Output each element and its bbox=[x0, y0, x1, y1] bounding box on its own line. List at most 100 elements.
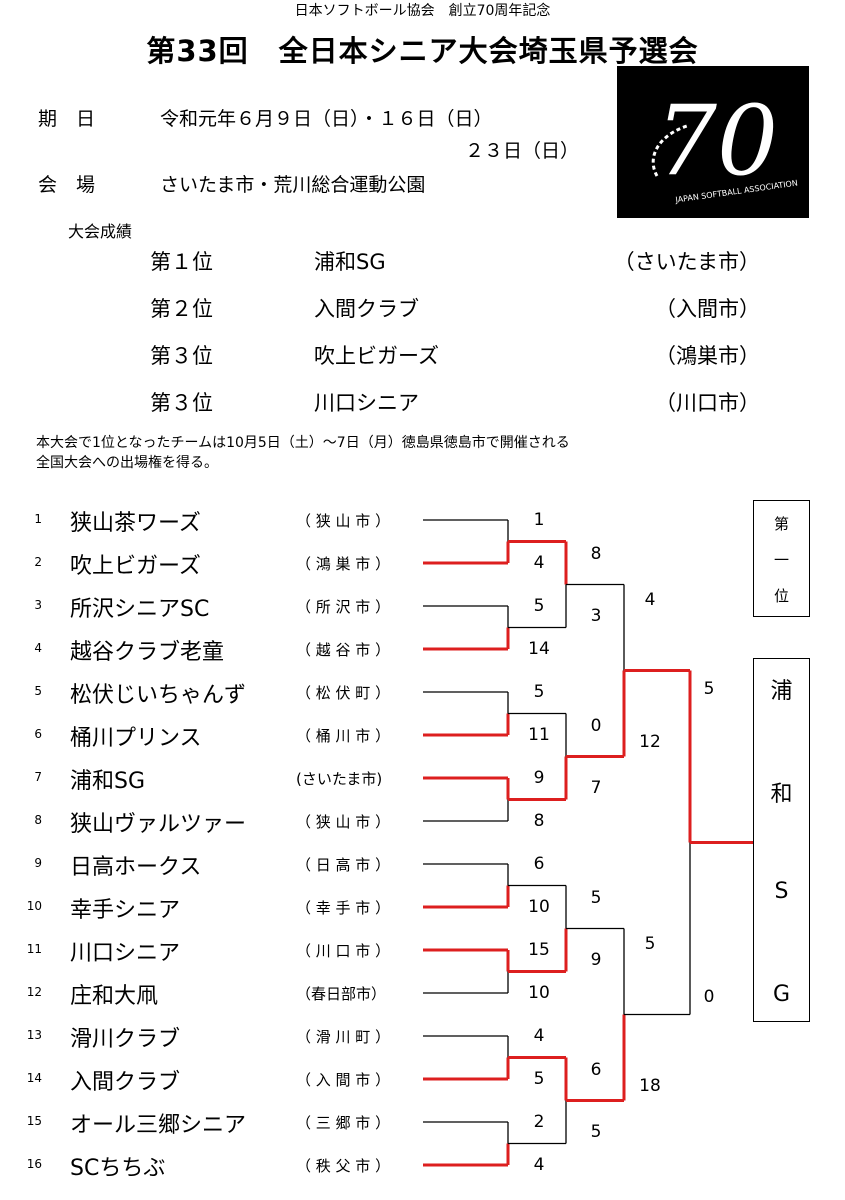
score-round2: 8 bbox=[590, 543, 602, 564]
date-value: 令和元年６月９日（日）・１６日（日） bbox=[160, 108, 493, 130]
score-round1: 10 bbox=[528, 983, 550, 1003]
venue-value: さいたま市・荒川総合運動公園 bbox=[160, 174, 426, 196]
result-team: 吹上ビガーズ bbox=[314, 344, 439, 368]
score-semi: 4 bbox=[644, 589, 656, 610]
score-final: 5 bbox=[703, 678, 715, 699]
score-round1: 4 bbox=[533, 553, 545, 573]
team-seed: 14 bbox=[26, 1071, 42, 1085]
result-team: 浦和SG bbox=[314, 250, 386, 274]
team-seed: 9 bbox=[34, 856, 42, 870]
team-seed: 16 bbox=[26, 1157, 42, 1171]
team-name: 桶川プリンス bbox=[70, 726, 202, 751]
team-city: （ 桶 川 市 ） bbox=[296, 727, 391, 745]
page-title: 第33回 全日本シニア大会埼玉県予選会 bbox=[146, 34, 699, 68]
team-city: （ 鴻 巣 市 ） bbox=[296, 555, 391, 573]
champion-label-char: 一 bbox=[773, 551, 789, 569]
score-round1: 2 bbox=[533, 1112, 545, 1132]
team-city: （ 狭 山 市 ） bbox=[296, 813, 391, 831]
team-city: （ 滑 川 町 ） bbox=[296, 1028, 391, 1046]
result-city: （鴻巣市） bbox=[655, 344, 760, 368]
team-seed: 2 bbox=[34, 555, 42, 569]
champion-name-char: 浦 bbox=[770, 679, 793, 704]
team-seed: 13 bbox=[26, 1028, 42, 1042]
team-city: (さいたま市) bbox=[296, 770, 383, 788]
score-round1: 5 bbox=[533, 596, 545, 616]
team-seed: 11 bbox=[26, 942, 42, 956]
date-label: 期 日 bbox=[38, 108, 96, 130]
team-seed: 4 bbox=[34, 641, 42, 655]
venue-label: 会 場 bbox=[38, 174, 96, 196]
score-round2: 6 bbox=[590, 1059, 602, 1080]
team-name: 日高ホークス bbox=[70, 855, 202, 880]
score-round2: 0 bbox=[590, 715, 602, 736]
champion-name-char: S bbox=[774, 879, 789, 904]
subtitle: 日本ソフトボール協会 創立70周年記念 bbox=[294, 3, 551, 19]
team-seed: 7 bbox=[34, 770, 42, 784]
result-city: （入間市） bbox=[655, 297, 760, 321]
score-round2: 7 bbox=[590, 777, 602, 798]
result-rank: 第３位 bbox=[150, 344, 213, 368]
score-semi: 18 bbox=[639, 1075, 661, 1096]
score-round2: 9 bbox=[590, 949, 602, 970]
team-name: 滑川クラブ bbox=[70, 1027, 181, 1052]
team-name: 松伏じいちゃんず bbox=[70, 683, 247, 708]
team-name: 狭山ヴァルツァー bbox=[70, 812, 247, 837]
score-round1: 15 bbox=[528, 940, 550, 960]
score-round1: 1 bbox=[533, 510, 545, 530]
team-seed: 6 bbox=[34, 727, 42, 741]
score-round1: 9 bbox=[533, 768, 545, 788]
score-round2: 3 bbox=[590, 605, 602, 626]
team-name: 庄和大凧 bbox=[70, 984, 159, 1009]
score-round1: 4 bbox=[533, 1026, 545, 1046]
score-round1: 8 bbox=[533, 811, 545, 831]
team-city: （ 越 谷 市 ） bbox=[296, 641, 391, 659]
team-seed: 5 bbox=[34, 684, 42, 698]
champion-label-box: 第一位 bbox=[753, 500, 810, 617]
score-round1: 5 bbox=[533, 682, 545, 702]
logo-number: 70 bbox=[656, 85, 778, 197]
team-seed: 8 bbox=[34, 813, 42, 827]
team-name: 入間クラブ bbox=[70, 1070, 181, 1095]
team-name: 狭山茶ワーズ bbox=[70, 511, 201, 536]
team-city: （ 狭 山 市 ） bbox=[296, 512, 391, 530]
team-seed: 12 bbox=[26, 985, 42, 999]
result-rank: 第３位 bbox=[150, 391, 213, 415]
team-city: （ 三 郷 市 ） bbox=[296, 1114, 391, 1132]
result-team: 入間クラブ bbox=[314, 297, 419, 321]
result-city: （川口市） bbox=[655, 391, 760, 415]
team-city: （ 川 口 市 ） bbox=[296, 942, 391, 960]
team-city: （春日部市） bbox=[296, 985, 387, 1003]
champion-label-char: 第 bbox=[773, 515, 789, 533]
team-name: 吹上ビガーズ bbox=[70, 554, 201, 579]
results-label: 大会成績 bbox=[68, 222, 133, 241]
score-round2: 5 bbox=[590, 887, 602, 908]
team-city: （ 入 間 市 ） bbox=[296, 1071, 391, 1089]
team-city: （ 所 沢 市 ） bbox=[296, 598, 391, 616]
team-name: 幸手シニア bbox=[70, 898, 181, 923]
score-final: 0 bbox=[703, 986, 715, 1007]
score-round1: 14 bbox=[528, 639, 550, 659]
team-seed: 1 bbox=[34, 512, 42, 526]
score-round1: 10 bbox=[528, 897, 550, 917]
score-round1: 11 bbox=[528, 725, 550, 745]
team-seed: 10 bbox=[26, 899, 42, 913]
score-semi: 12 bbox=[639, 731, 661, 752]
note-line-2: 全国大会への出場権を得る。 bbox=[36, 455, 218, 471]
champion-name-char: G bbox=[772, 982, 791, 1007]
date-value-2: ２３日（日） bbox=[465, 140, 580, 162]
team-name: 川口シニア bbox=[70, 941, 181, 966]
score-round1: 4 bbox=[533, 1155, 545, 1175]
team-name: 越谷クラブ老童 bbox=[70, 640, 225, 665]
champion-label-char: 位 bbox=[773, 587, 789, 605]
team-city: （ 秩 父 市 ） bbox=[296, 1157, 391, 1175]
team-name: 浦和SG bbox=[70, 769, 146, 794]
team-city: （ 松 伏 町 ） bbox=[296, 684, 391, 702]
result-rank: 第１位 bbox=[150, 250, 213, 274]
team-seed: 15 bbox=[26, 1114, 42, 1128]
team-name: SCちちぶ bbox=[70, 1156, 166, 1181]
score-semi: 5 bbox=[644, 933, 656, 954]
logo-70-icon: 70 JAPAN SOFTBALL ASSOCIATION bbox=[651, 85, 798, 205]
score-round2: 5 bbox=[590, 1121, 602, 1142]
